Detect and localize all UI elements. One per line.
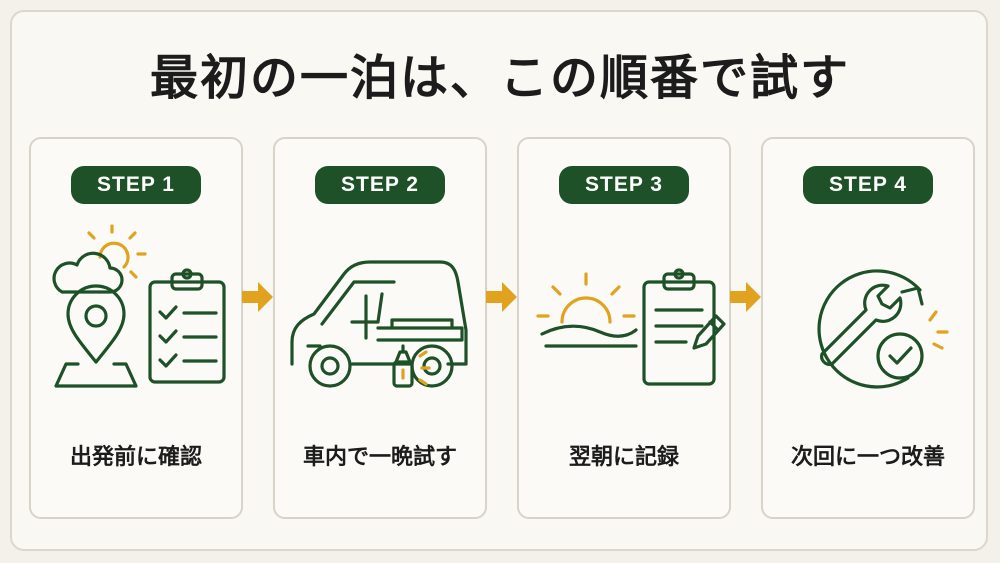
arrow-right-icon: [730, 282, 761, 312]
step-label: 出発前に確認: [69, 445, 202, 470]
step-label: 翌朝に記録: [568, 445, 679, 470]
clipboard-pencil-icon: [642, 268, 726, 386]
page-title: 最初の一泊は、この順番で試す: [149, 50, 850, 106]
cycle-arrow-icon: [817, 269, 924, 389]
step3-illustration: [536, 268, 726, 386]
checklist-clipboard-icon: [148, 268, 226, 384]
step-card-1: STEP 1 出発前に確認: [29, 137, 243, 519]
step-card-4: STEP 4 次回に一つ改善: [761, 137, 975, 519]
location-pin-icon: [54, 284, 138, 388]
step-badge: STEP 1: [71, 166, 201, 204]
step-label: 次回に一つ改善: [790, 445, 945, 470]
arrow-right-icon: [242, 282, 273, 312]
sunrise-icon: [536, 272, 638, 348]
weather-icon: [52, 224, 147, 294]
step-card-3: STEP 3 翌朝に記録: [517, 137, 731, 519]
step4-illustration: [817, 269, 949, 389]
arrow-right-icon: [486, 282, 517, 312]
lantern-icon: [392, 344, 431, 388]
step-badge: STEP 3: [559, 166, 689, 204]
step-card-2: STEP 2 車内で一晩試す: [273, 137, 487, 519]
step-badge: STEP 2: [315, 166, 445, 204]
step-badge: STEP 4: [803, 166, 933, 204]
wrench-icon: [820, 283, 903, 366]
step-label: 車内で一晩試す: [302, 445, 457, 470]
checkmark-circle-icon: [876, 310, 949, 380]
car-bed-icon: [290, 260, 468, 388]
step1-illustration: [52, 224, 226, 388]
step2-illustration: [290, 260, 468, 388]
